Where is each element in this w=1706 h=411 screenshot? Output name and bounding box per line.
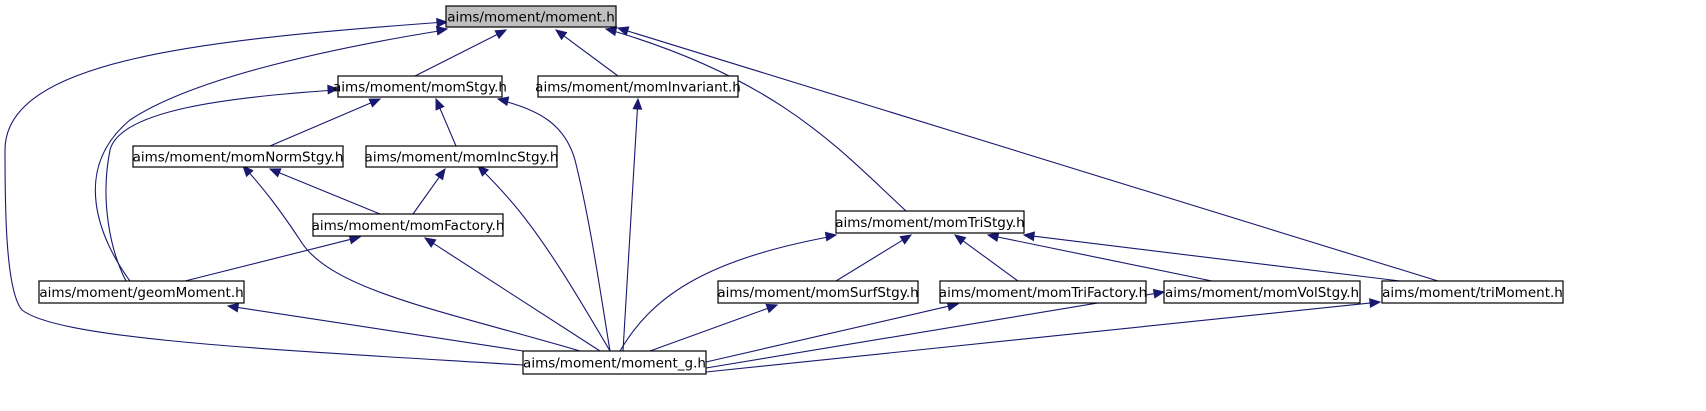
- arrowhead: [268, 168, 282, 178]
- node-label: aims/moment/momIncStgy.h: [365, 150, 559, 166]
- edge-moment_g-to-momTriStgy: [619, 231, 838, 352]
- node-label: aims/moment/momInvariant.h: [535, 80, 741, 96]
- node-geomMoment[interactable]: aims/moment/geomMoment.h: [38, 280, 245, 304]
- node-label: aims/moment/momVolStgy.h: [1165, 285, 1359, 301]
- node-momIncStgy[interactable]: aims/moment/momIncStgy.h: [365, 145, 559, 168]
- arrowhead: [632, 97, 643, 110]
- edge-geomMoment-to-momFactory: [184, 234, 362, 282]
- edge-moment_g-to-momStgy: [496, 96, 611, 352]
- node-momSurfStgy[interactable]: aims/moment/momSurfStgy.h: [717, 280, 919, 304]
- nodes-layer: aims/moment/moment.h aims/moment/momStgy.…: [38, 5, 1564, 375]
- arrowhead: [242, 165, 254, 178]
- arrowhead: [616, 26, 630, 36]
- arrowhead: [496, 96, 510, 107]
- node-box[interactable]: [445, 5, 617, 28]
- node-label: aims/moment/momStgy.h: [333, 80, 507, 96]
- edge-momSurfStgy-to-momTriStgy: [835, 234, 913, 282]
- node-label: aims/moment/momTriStgy.h: [835, 215, 1025, 231]
- edge-moment_g-to-momNormStgy: [242, 165, 581, 352]
- node-momNormStgy[interactable]: aims/moment/momNormStgy.h: [132, 145, 344, 168]
- arrowhead: [953, 234, 967, 246]
- edge-geomMoment-to-moment: [94, 25, 449, 282]
- node-box[interactable]: [132, 145, 344, 168]
- edge-moment_g-to-moment: [4, 17, 524, 366]
- node-box[interactable]: [312, 213, 504, 237]
- node-momVolStgy[interactable]: aims/moment/momVolStgy.h: [1163, 280, 1361, 304]
- node-box[interactable]: [337, 75, 503, 98]
- edge-momIncStgy-to-momStgy: [435, 97, 457, 147]
- arrowhead: [435, 25, 449, 36]
- arrowhead: [554, 29, 568, 41]
- edge-geomMoment-to-momStgy: [105, 84, 340, 282]
- arrowhead: [494, 29, 508, 40]
- edge-moment_g-to-momFactory: [423, 237, 601, 352]
- node-label: aims/moment/momFactory.h: [312, 218, 505, 234]
- edge-triMoment-to-momTriStgy: [1022, 231, 1401, 282]
- edge-momTriFactory-to-momTriStgy: [953, 234, 1019, 282]
- edge-moment_g-to-momInvariant: [622, 97, 643, 352]
- arrowhead: [824, 231, 838, 242]
- edge-momNormStgy-to-momStgy: [269, 98, 382, 147]
- arrowhead: [368, 98, 382, 108]
- arrowhead: [423, 237, 437, 248]
- node-label: aims/moment/moment.h: [447, 10, 615, 26]
- arrowhead: [434, 167, 446, 181]
- node-box[interactable]: [717, 280, 919, 304]
- arrowhead: [986, 232, 1000, 242]
- node-box[interactable]: [1381, 280, 1564, 304]
- arrowhead: [477, 165, 490, 177]
- arrowhead: [436, 17, 449, 28]
- edge-moment_g-to-momIncStgy: [477, 165, 611, 352]
- arrowhead: [1152, 288, 1166, 299]
- node-box[interactable]: [835, 210, 1025, 234]
- node-momTriStgy[interactable]: aims/moment/momTriStgy.h: [835, 210, 1025, 234]
- node-momFactory[interactable]: aims/moment/momFactory.h: [312, 213, 505, 237]
- node-box[interactable]: [522, 350, 707, 375]
- arrowhead: [1022, 231, 1036, 242]
- edge-momTriStgy-to-moment: [604, 26, 907, 212]
- node-momInvariant[interactable]: aims/moment/momInvariant.h: [535, 75, 741, 98]
- node-moment_g[interactable]: aims/moment/moment_g.h: [522, 350, 707, 375]
- arrowhead: [226, 302, 240, 313]
- node-momStgy[interactable]: aims/moment/momStgy.h: [333, 75, 507, 98]
- arrowhead: [765, 303, 779, 314]
- node-box[interactable]: [38, 280, 245, 304]
- arrowhead: [1369, 298, 1382, 309]
- edge-momVolStgy-to-momTriStgy: [986, 232, 1213, 282]
- arrowhead: [899, 234, 913, 245]
- edge-momStgy-to-moment: [414, 29, 508, 77]
- node-moment[interactable]: aims/moment/moment.h: [445, 5, 617, 28]
- node-label: aims/moment/momTriFactory.h: [939, 285, 1147, 301]
- arrowhead: [604, 26, 618, 37]
- edge-moment_g-to-geomMoment: [226, 302, 524, 352]
- node-label: aims/moment/moment_g.h: [523, 356, 706, 372]
- edge-momInvariant-to-moment: [554, 29, 619, 77]
- edge-moment_g-to-triMoment: [705, 298, 1382, 373]
- edge-momFactory-to-momIncStgy: [412, 167, 446, 215]
- node-box[interactable]: [365, 145, 558, 168]
- node-box[interactable]: [537, 75, 739, 98]
- arrowhead: [435, 97, 445, 111]
- edge-triMoment-to-moment: [616, 26, 1439, 282]
- node-label: aims/moment/geomMoment.h: [39, 285, 243, 301]
- edge-moment_g-to-momSurfStgy: [649, 303, 779, 352]
- edge-moment_g-to-momVolStgy: [705, 288, 1166, 369]
- node-box[interactable]: [1163, 280, 1361, 304]
- node-triMoment[interactable]: aims/moment/triMoment.h: [1381, 280, 1564, 304]
- arrowhead: [327, 84, 340, 95]
- node-label: aims/moment/triMoment.h: [1382, 285, 1563, 301]
- node-label: aims/moment/momSurfStgy.h: [717, 285, 918, 301]
- node-momTriFactory[interactable]: aims/moment/momTriFactory.h: [939, 280, 1147, 304]
- node-box[interactable]: [939, 280, 1147, 304]
- edge-momFactory-to-momNormStgy: [268, 168, 381, 215]
- node-label: aims/moment/momNormStgy.h: [133, 150, 344, 166]
- edges-layer: [4, 17, 1439, 373]
